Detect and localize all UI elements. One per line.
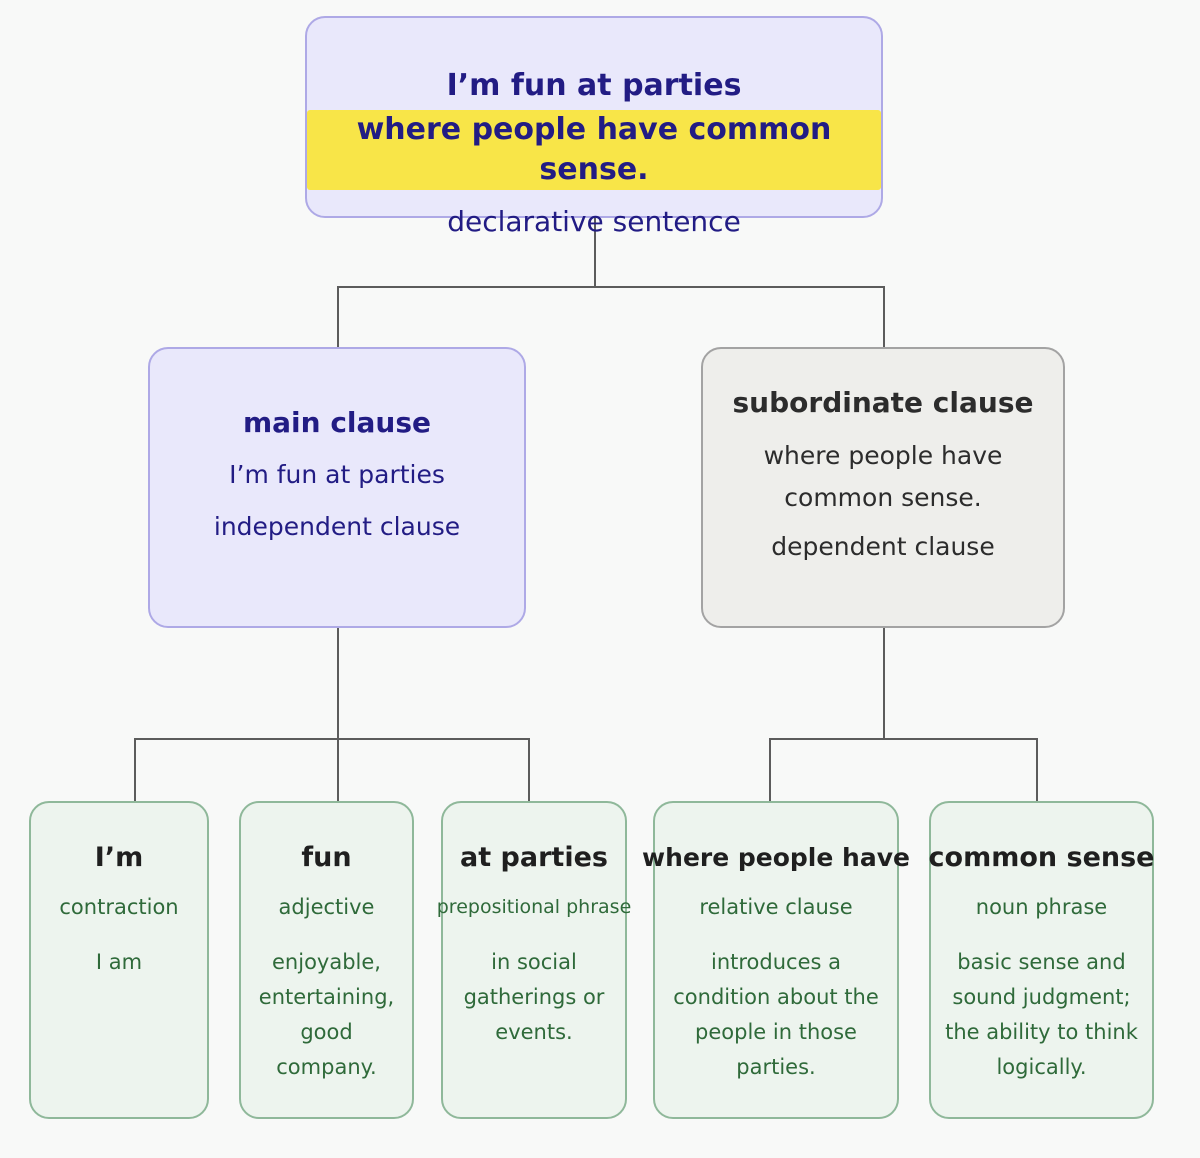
leaf-description: I am [95, 950, 143, 974]
subordinate-clause-node: subordinate clause where people have com… [701, 347, 1065, 628]
sentence-type: declarative sentence [447, 205, 741, 238]
sentence-node: I’m fun at parties where people have com… [305, 16, 883, 238]
leaf-term: I’m [94, 842, 144, 873]
main-clause-type: independent clause [213, 512, 461, 541]
leaf-term: common sense [928, 842, 1155, 873]
sentence-line-2-highlighted: where people have common sense. [307, 110, 881, 190]
leaf-category: adjective [278, 895, 375, 919]
leaf-category: prepositional phrase [436, 896, 632, 918]
leaf-node-fun: fun adjective enjoyable, entertaining, g… [239, 801, 414, 1119]
subordinate-clause-type: dependent clause [771, 532, 995, 561]
subordinate-clause-heading: subordinate clause [732, 386, 1034, 419]
main-clause-text: I’m fun at parties [229, 460, 445, 489]
subordinate-clause-text: where people have common sense. [763, 441, 1003, 512]
leaf-term: fun [301, 842, 352, 873]
leaf-node-at-parties: at parties prepositional phrase in socia… [437, 801, 631, 1119]
leaf-category: contraction [59, 895, 179, 919]
leaf-category: relative clause [699, 895, 853, 919]
main-clause-heading: main clause [242, 406, 432, 439]
leaf-term: where people have [642, 843, 910, 872]
leaf-node-common-sense: common sense noun phrase basic sense and… [928, 801, 1155, 1119]
leaf-description: introduces a condition about the people … [673, 950, 879, 1079]
leaf-description: in social gatherings or events. [463, 950, 605, 1044]
sentence-line-1: I’m fun at parties [446, 68, 742, 103]
leaf-term: at parties [460, 842, 608, 873]
leaf-category: noun phrase [975, 895, 1108, 919]
main-clause-node: main clause I’m fun at parties independe… [148, 347, 526, 628]
leaf-node-where-people-have: where people have relative clause introd… [642, 801, 910, 1119]
leaf-description: basic sense and sound judgment; the abil… [945, 950, 1138, 1079]
leaf-description: enjoyable, entertaining, good company. [258, 950, 395, 1079]
leaf-node-im: I’m contraction I am [29, 801, 209, 1119]
